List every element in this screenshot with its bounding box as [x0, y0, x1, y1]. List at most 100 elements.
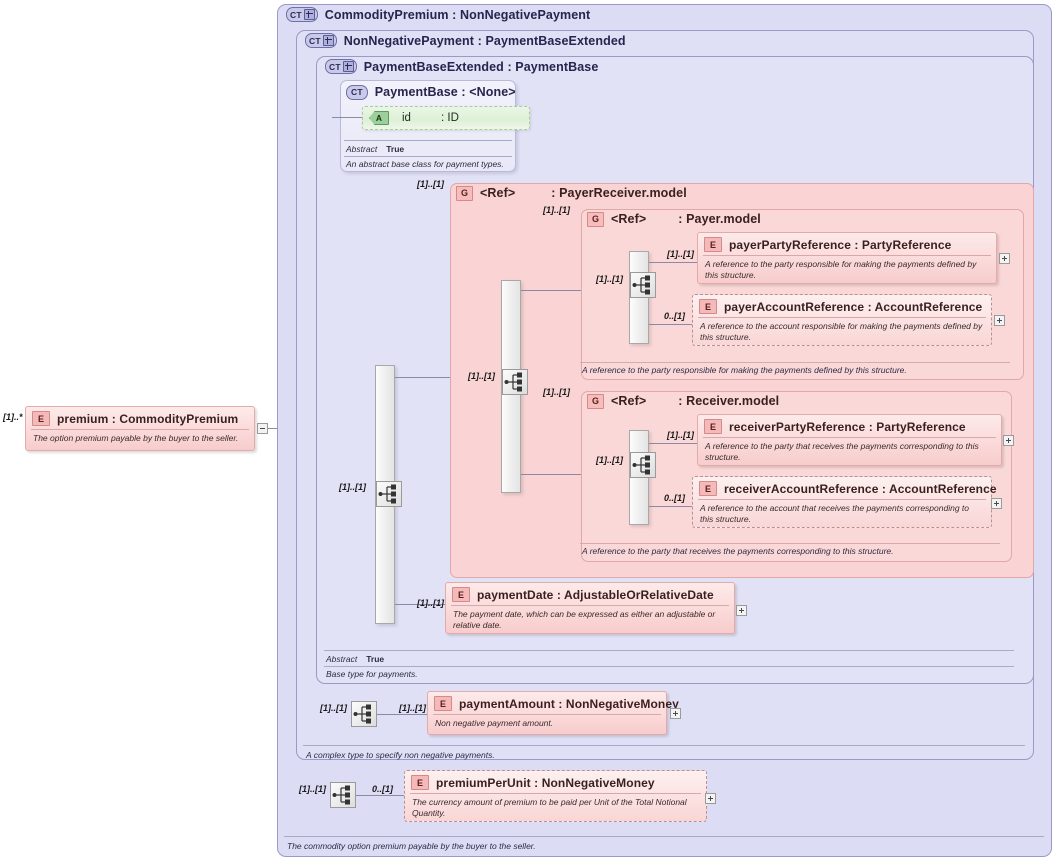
- connector: [395, 604, 445, 605]
- group-receiver-model-name: : Receiver.model: [678, 394, 780, 408]
- cardinality-payer-model: [1]..[1]: [543, 205, 570, 215]
- container-payment-base-doc: An abstract base class for payment types…: [346, 159, 504, 169]
- ct-badge-icon: CT: [346, 84, 368, 100]
- container-payment-base-title: PaymentBase : <None>: [374, 85, 516, 99]
- element-payer-party-reference-name: payerPartyReference : PartyReference: [729, 237, 952, 252]
- container-non-negative-payment-header: CT NonNegativePayment : PaymentBaseExten…: [305, 32, 626, 49]
- element-payer-account-reference-doc: A reference to the account responsible f…: [698, 317, 986, 347]
- group-payer-model-header: G <Ref> : Payer.model: [587, 211, 761, 227]
- divider: [324, 666, 1014, 667]
- element-premium[interactable]: E premium : CommodityPremium The option …: [25, 406, 255, 451]
- plus-icon: [322, 35, 334, 46]
- element-receiver-party-reference[interactable]: E receiverPartyReference : PartyReferenc…: [697, 414, 1002, 466]
- connector: [377, 714, 427, 715]
- group-receiver-model-header: G <Ref> : Receiver.model: [587, 393, 779, 409]
- e-badge-icon: E: [704, 419, 722, 434]
- cardinality-payer-seq: [1]..[1]: [596, 274, 623, 284]
- sequence-compositor-icon[interactable]: [502, 369, 528, 395]
- expand-receiver-party-reference[interactable]: [1003, 435, 1014, 446]
- cardinality-receiver-party-reference: [1]..[1]: [667, 430, 694, 440]
- group-payer-receiver-name: : PayerReceiver.model: [551, 186, 687, 200]
- divider: [303, 745, 1025, 746]
- collapse-premium[interactable]: [257, 423, 268, 434]
- connector: [649, 506, 693, 507]
- container-commodity-premium-doc: The commodity option premium payable by …: [287, 841, 536, 851]
- abstract-value: True: [386, 144, 405, 154]
- expand-payment-date[interactable]: [736, 605, 747, 616]
- sequence-compositor-icon[interactable]: [330, 782, 356, 808]
- attribute-id[interactable]: A id : ID: [362, 106, 530, 130]
- group-payer-model-doc: A reference to the party responsible for…: [582, 365, 907, 375]
- expand-payer-party-reference[interactable]: [999, 253, 1010, 264]
- element-premium-doc: The option premium payable by the buyer …: [31, 429, 249, 448]
- element-payer-account-reference[interactable]: E payerAccountReference : AccountReferen…: [692, 294, 992, 346]
- sequence-compositor-icon[interactable]: [376, 481, 402, 507]
- cardinality-payer-account-reference: 0..[1]: [664, 311, 686, 321]
- container-payment-base-extended-header: CT PaymentBaseExtended : PaymentBase: [325, 58, 598, 75]
- cardinality-payment-date: [1]..[1]: [417, 598, 444, 608]
- cardinality-premium-per-unit: 0..[1]: [372, 784, 394, 794]
- element-payment-amount-row: E paymentAmount : NonNegativeMoney: [428, 692, 679, 714]
- cardinality-payment-amount-seq: [1]..[1]: [320, 703, 347, 713]
- expand-payment-amount[interactable]: [670, 708, 681, 719]
- element-receiver-account-reference-row: E receiverAccountReference : AccountRefe…: [693, 477, 997, 499]
- divider: [344, 156, 512, 157]
- container-commodity-premium-header: CT CommodityPremium : NonNegativePayment: [286, 6, 590, 23]
- divider: [324, 650, 1014, 651]
- connector: [521, 474, 581, 475]
- cardinality-payer-receiver-group: [1]..[1]: [417, 179, 444, 189]
- element-payer-party-reference-doc: A reference to the party responsible for…: [703, 255, 991, 285]
- element-payment-amount-name: paymentAmount : NonNegativeMoney: [459, 696, 679, 711]
- sequence-compositor-icon[interactable]: [351, 701, 377, 727]
- plus-icon: [303, 9, 315, 20]
- cardinality-receiver-seq: [1]..[1]: [596, 455, 623, 465]
- container-payment-base-header: CT PaymentBase : <None>: [346, 84, 516, 100]
- attribute-id-type: : ID: [441, 112, 459, 124]
- element-payment-date[interactable]: E paymentDate : AdjustableOrRelativeDate…: [445, 582, 735, 634]
- element-receiver-account-reference[interactable]: E receiverAccountReference : AccountRefe…: [692, 476, 997, 528]
- connector: [395, 377, 450, 378]
- connector: [649, 443, 697, 444]
- element-payer-account-reference-row: E payerAccountReference : AccountReferen…: [693, 295, 991, 317]
- group-payer-model-name: : Payer.model: [678, 212, 761, 226]
- element-payment-date-name: paymentDate : AdjustableOrRelativeDate: [477, 587, 714, 602]
- ct-badge-icon: CT: [286, 7, 318, 22]
- container-non-negative-payment-doc: A complex type to specify non negative p…: [306, 750, 495, 760]
- element-payer-party-reference[interactable]: E payerPartyReference : PartyReference A…: [697, 232, 997, 284]
- abstract-value: True: [366, 654, 385, 664]
- divider: [344, 140, 512, 141]
- sequence-compositor-icon[interactable]: [630, 272, 656, 298]
- element-premium-per-unit[interactable]: E premiumPerUnit : NonNegativeMoney The …: [404, 770, 707, 822]
- abstract-label: Abstract: [346, 144, 378, 154]
- connector: [262, 428, 288, 429]
- e-badge-icon: E: [704, 237, 722, 252]
- element-receiver-party-reference-row: E receiverPartyReference : PartyReferenc…: [698, 415, 1001, 437]
- expand-receiver-account-reference[interactable]: [991, 498, 1002, 509]
- element-payment-amount[interactable]: E paymentAmount : NonNegativeMoney Non n…: [427, 691, 679, 735]
- element-payment-amount-doc: Non negative payment amount.: [433, 714, 661, 733]
- e-badge-icon: E: [699, 299, 717, 314]
- connector: [356, 795, 404, 796]
- element-payer-account-reference-name: payerAccountReference : AccountReference: [724, 299, 983, 314]
- element-payer-party-reference-row: E payerPartyReference : PartyReference: [698, 233, 996, 255]
- container-non-negative-payment-title: NonNegativePayment : PaymentBaseExtended: [343, 33, 626, 48]
- abstract-label: Abstract: [326, 654, 358, 664]
- element-payment-date-row: E paymentDate : AdjustableOrRelativeDate: [446, 583, 734, 605]
- cardinality-premium-per-unit-seq: [1]..[1]: [299, 784, 326, 794]
- cardinality-receiver-account-reference: 0..[1]: [664, 493, 686, 503]
- element-premium-row: E premium : CommodityPremium: [26, 407, 254, 429]
- element-premium-per-unit-row: E premiumPerUnit : NonNegativeMoney: [405, 771, 706, 793]
- expand-payer-account-reference[interactable]: [994, 315, 1005, 326]
- expand-premium-per-unit[interactable]: [705, 793, 716, 804]
- g-badge-icon: G: [587, 393, 604, 409]
- divider: [284, 836, 1044, 837]
- attribute-id-name: id: [402, 112, 411, 124]
- cardinality-payer-party-reference: [1]..[1]: [667, 249, 694, 259]
- container-commodity-premium-title: CommodityPremium : NonNegativePayment: [324, 7, 591, 22]
- sequence-compositor-icon[interactable]: [630, 452, 656, 478]
- ct-badge-icon: CT: [305, 33, 337, 48]
- connector: [332, 117, 362, 118]
- cardinality-payment-amount: [1]..[1]: [399, 703, 426, 713]
- element-payment-date-doc: The payment date, which can be expressed…: [451, 605, 729, 635]
- element-premium-per-unit-name: premiumPerUnit : NonNegativeMoney: [436, 775, 655, 790]
